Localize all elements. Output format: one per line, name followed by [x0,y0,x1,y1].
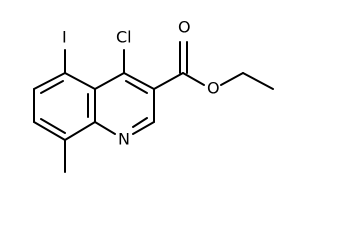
double-bond-c7-c8-inner [40,118,66,134]
bond-c4-c3 [123,72,155,90]
chemical-structure-diagram: I Cl O O N [33,18,274,173]
bond-ester-oxygen-ch2 [220,72,244,86]
double-bond-c2-n1-inner [132,117,148,128]
ethyl-ester-group [153,41,274,90]
benzene-ring [33,72,96,141]
bond-c5-c6 [33,72,66,90]
pyridine-ring [94,72,155,135]
double-bond-c4-c3-inner [125,80,148,94]
ester-oxygen-label: O [207,79,220,98]
bond-c3-carbonyl [153,72,184,90]
bond-n1-c8a [94,121,116,135]
double-bond-c5-c6-inner [40,80,64,94]
ring-nitrogen-label: N [118,130,130,149]
bond-c2-n1 [132,121,155,135]
bond-carbonyl-ester-oxygen [182,72,205,86]
iodine-label: I [62,28,67,47]
chlorine-label: Cl [116,28,132,47]
bond-ch2-ch3 [242,72,274,90]
bond-c7-c8 [33,121,66,141]
bond-c4a-c4 [94,72,125,90]
bond-c8-c8a [64,121,96,141]
carbonyl-oxygen-label: O [178,18,191,37]
bond-c4a-c5 [64,72,96,90]
